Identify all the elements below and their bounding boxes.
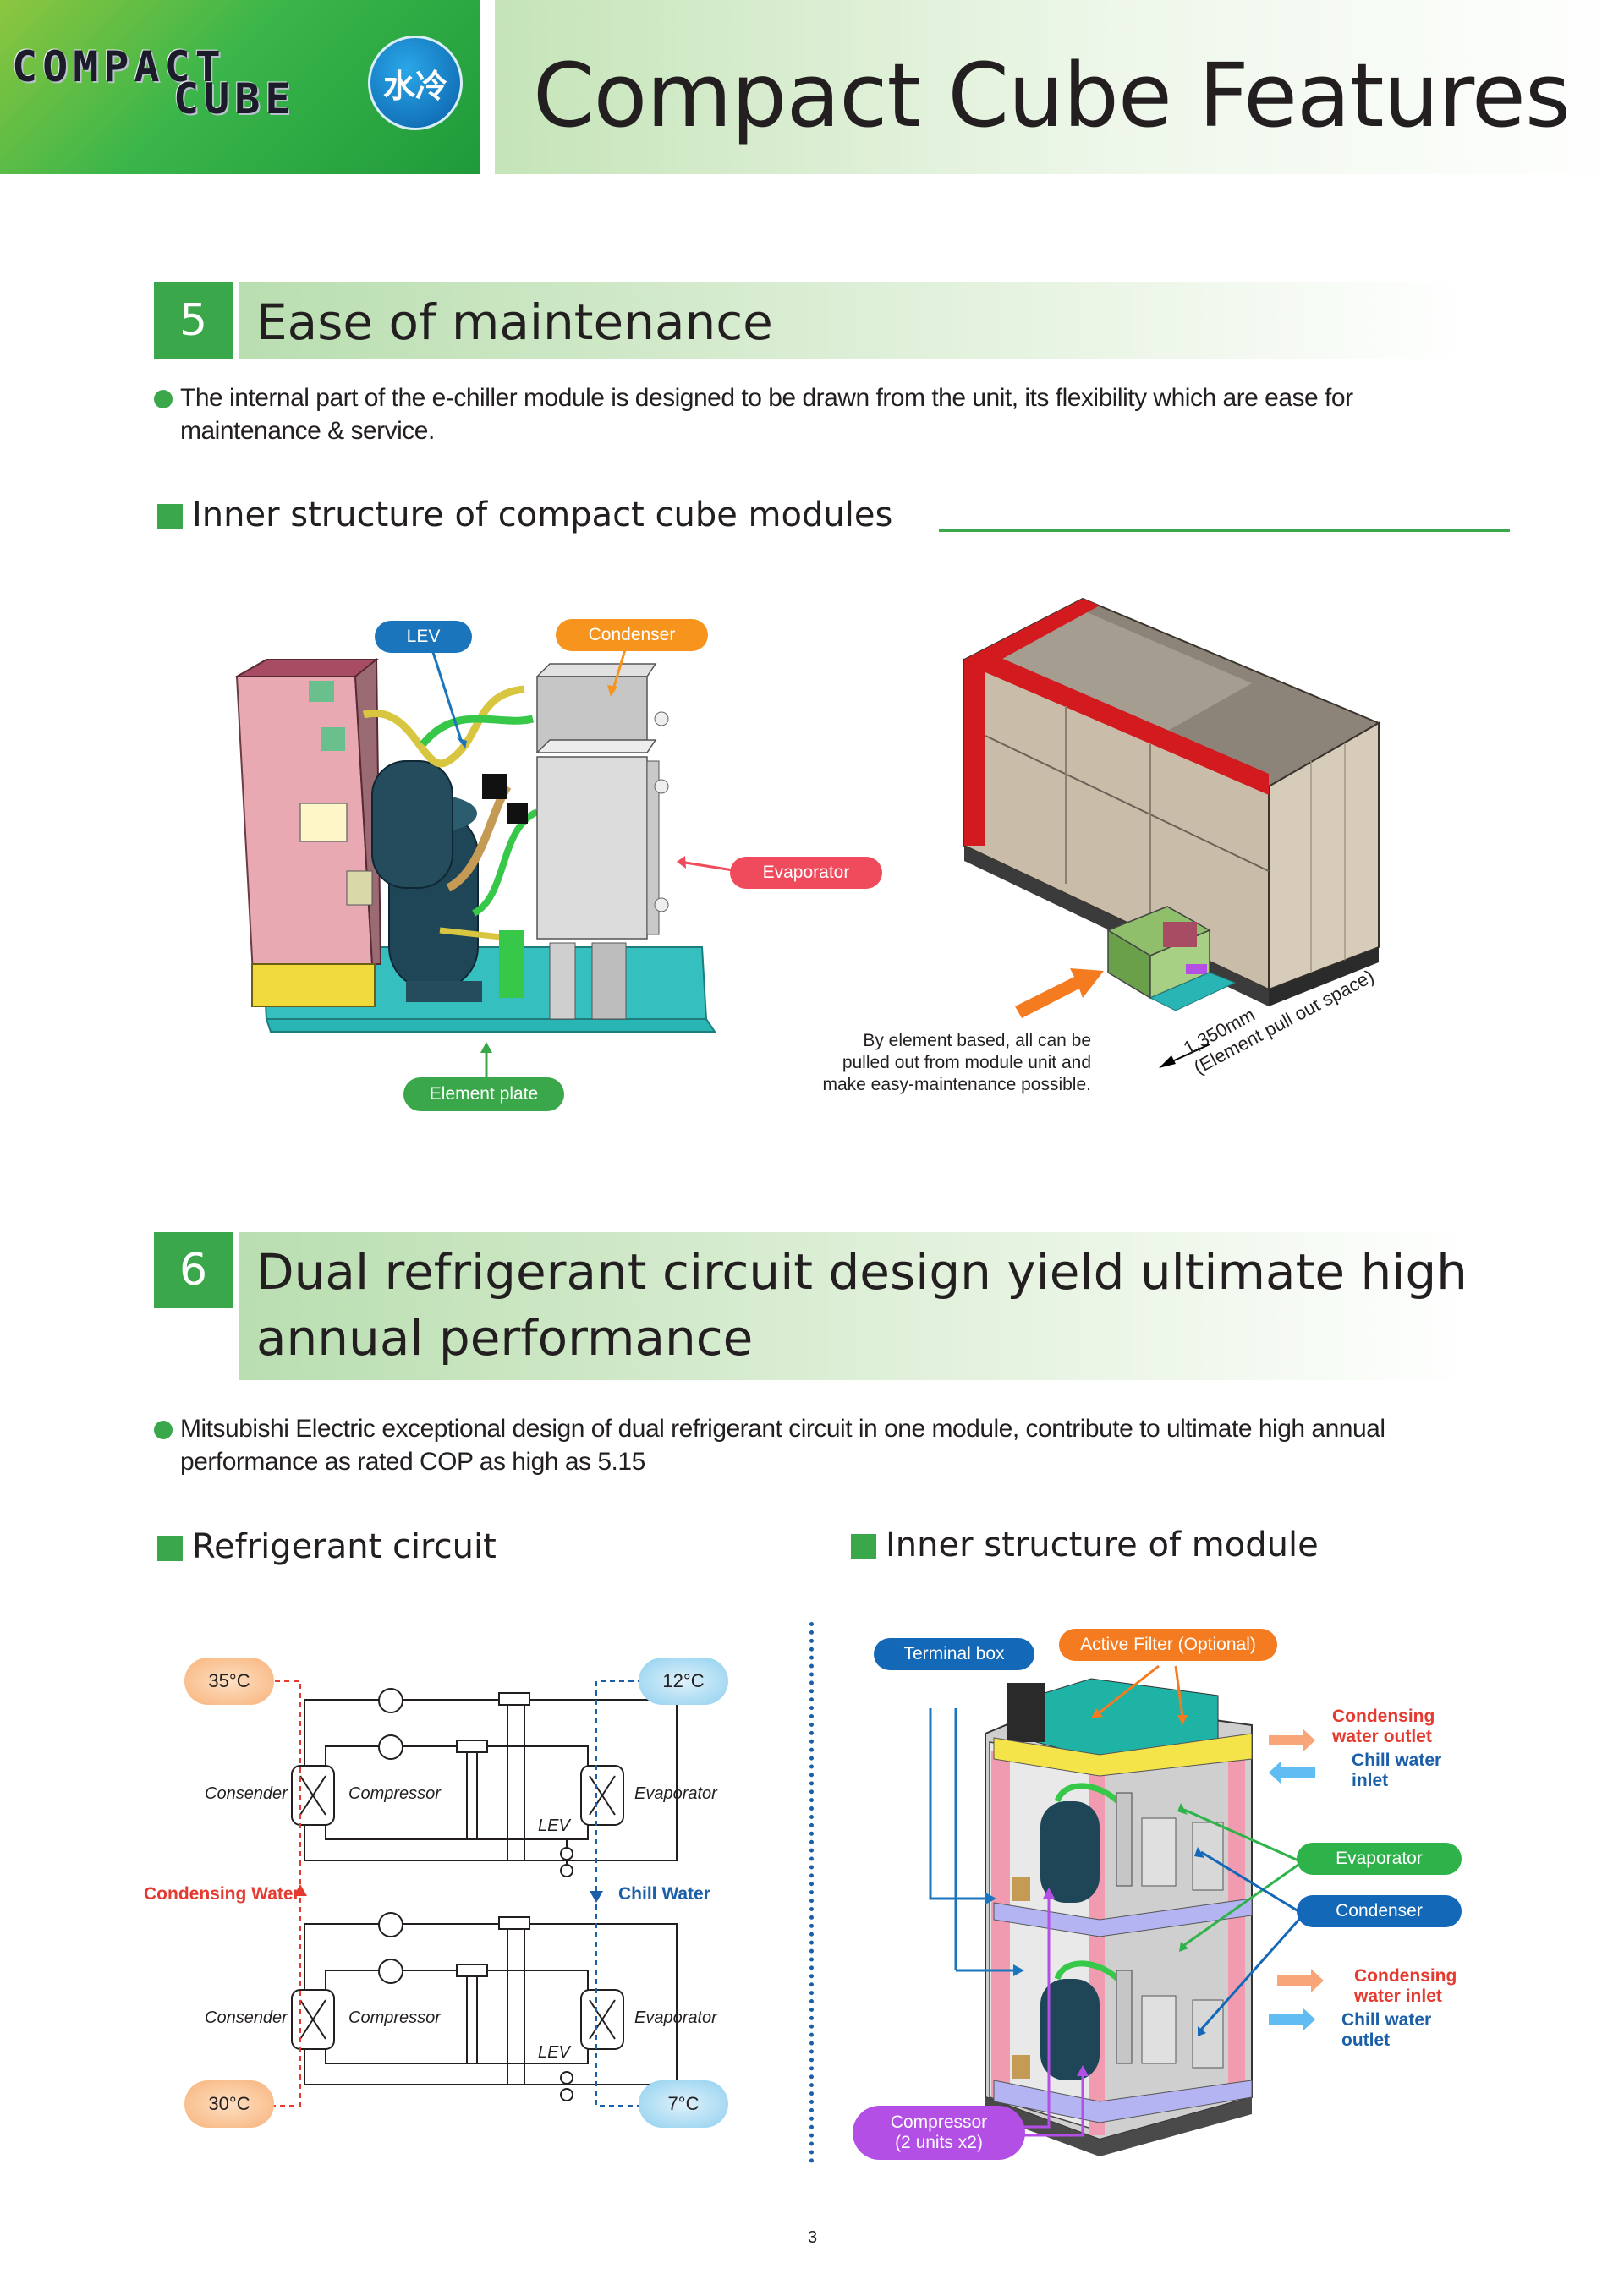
inner-structure-heading: Inner structure of module (886, 1526, 1319, 1564)
chill-water-outlet-line-2: outlet (1341, 2030, 1391, 2050)
compressor-label-line-1: Compressor (890, 2112, 988, 2132)
upper-compressor-label: Compressor (348, 1784, 441, 1803)
upper-lev-label: LEV (538, 1817, 570, 1835)
section-5-title: Ease of maintenance (256, 293, 773, 351)
chill-water-outlet-temp: 7°C (639, 2080, 728, 2128)
bullet-icon (154, 1421, 173, 1439)
logo-text-cube: CUBE (173, 74, 296, 123)
refrigerant-circuit-diagram (228, 1680, 678, 2107)
square-bullet-icon (851, 1534, 876, 1559)
chill-water-inlet-line-2: inlet (1352, 1771, 1389, 1790)
logo-text-compact: COMPACT (12, 42, 226, 91)
section-5-bullet-line-1: The internal part of the e-chiller modul… (180, 384, 1353, 412)
upper-condenser-label: Consender (205, 1784, 288, 1803)
pullout-caption-line-1: By element based, all can be (863, 1031, 1091, 1050)
condensing-water-label: Condensing Water (144, 1884, 300, 1904)
evaporator-label: Evaporator (1297, 1843, 1462, 1875)
chill-water-inlet-line-1: Chill water (1352, 1751, 1442, 1770)
module-internal-illustration (233, 646, 739, 1095)
section-5-number: 5 (154, 282, 233, 359)
header-band (495, 0, 1624, 174)
section-5-subheading: Inner structure of compact cube modules (192, 496, 893, 534)
section-6-bullet-line-1: Mitsubishi Electric exceptional design o… (180, 1415, 1385, 1443)
subheading-rule (939, 529, 1510, 532)
pullout-caption-line-2: pulled out from module unit and (842, 1053, 1091, 1072)
lower-evaporator-label: Evaporator (634, 2008, 717, 2027)
element-plate-label: Element plate (403, 1077, 564, 1111)
chill-water-label: Chill Water (618, 1884, 710, 1904)
bullet-icon (154, 390, 173, 408)
lower-compressor-label: Compressor (348, 2008, 441, 2027)
active-filter-label: Active Filter (Optional) (1059, 1629, 1277, 1661)
condenser-label: Condenser (1297, 1895, 1462, 1927)
condensing-water-outlet-label: Condensing water outlet (1332, 1707, 1435, 1747)
section-5-bullet-line-2: maintenance & service. (180, 417, 435, 445)
square-bullet-icon (157, 504, 183, 529)
condensing-water-outlet-temp: 35°C (184, 1658, 274, 1705)
square-bullet-icon (157, 1536, 183, 1561)
section-5-band (239, 282, 1466, 359)
module-structure-illustration (929, 1664, 1324, 2156)
condensing-water-inlet-line-2: water inlet (1354, 1986, 1442, 2006)
chill-water-inlet-temp: 12°C (639, 1658, 728, 1705)
logo-badge: 水冷 (368, 36, 463, 130)
pullout-caption-line-3: make easy-maintenance possible. (822, 1075, 1091, 1094)
condensing-water-outlet-line-2: water outlet (1332, 1727, 1432, 1746)
upper-evaporator-label: Evaporator (634, 1784, 717, 1803)
lower-lev-label: LEV (538, 2043, 570, 2062)
chill-water-outlet-line-1: Chill water (1341, 2010, 1432, 2030)
section-6-bullet-line-2: performance as rated COP as high as 5.15 (180, 1448, 645, 1476)
lower-condenser-label: Consender (205, 2008, 288, 2027)
terminal-box-label: Terminal box (874, 1638, 1034, 1670)
logo: COMPACT CUBE 水冷 (0, 0, 480, 174)
section-6-title-line-1: Dual refrigerant circuit design yield ul… (256, 1243, 1468, 1301)
page-title: Compact Cube Features (533, 44, 1571, 147)
condensing-water-inlet-label: Condensing water inlet (1354, 1966, 1457, 2007)
module-cabinet-illustration (962, 597, 1381, 1068)
page-number: 3 (808, 2228, 818, 2247)
condensing-water-inlet-line-1: Condensing (1354, 1966, 1457, 1986)
column-divider (809, 1622, 814, 2163)
evaporator-label: Evaporator (730, 857, 882, 889)
section-6-title-line-2: annual performance (256, 1309, 754, 1367)
condensing-water-outlet-line-1: Condensing (1332, 1707, 1435, 1726)
compressor-label: Compressor (2 units x2) (853, 2106, 1025, 2160)
refrigerant-circuit-heading: Refrigerant circuit (192, 1527, 497, 1566)
section-6-band (239, 1232, 1466, 1380)
compressor-label-line-2: (2 units x2) (895, 2133, 983, 2152)
section-6-number: 6 (154, 1232, 233, 1308)
lev-label: LEV (375, 621, 472, 653)
chill-water-inlet-label: Chill water inlet (1352, 1751, 1441, 1791)
chill-water-outlet-label: Chill water outlet (1341, 2010, 1431, 2051)
condensing-water-inlet-temp: 30°C (184, 2080, 274, 2128)
condenser-label: Condenser (556, 619, 708, 651)
